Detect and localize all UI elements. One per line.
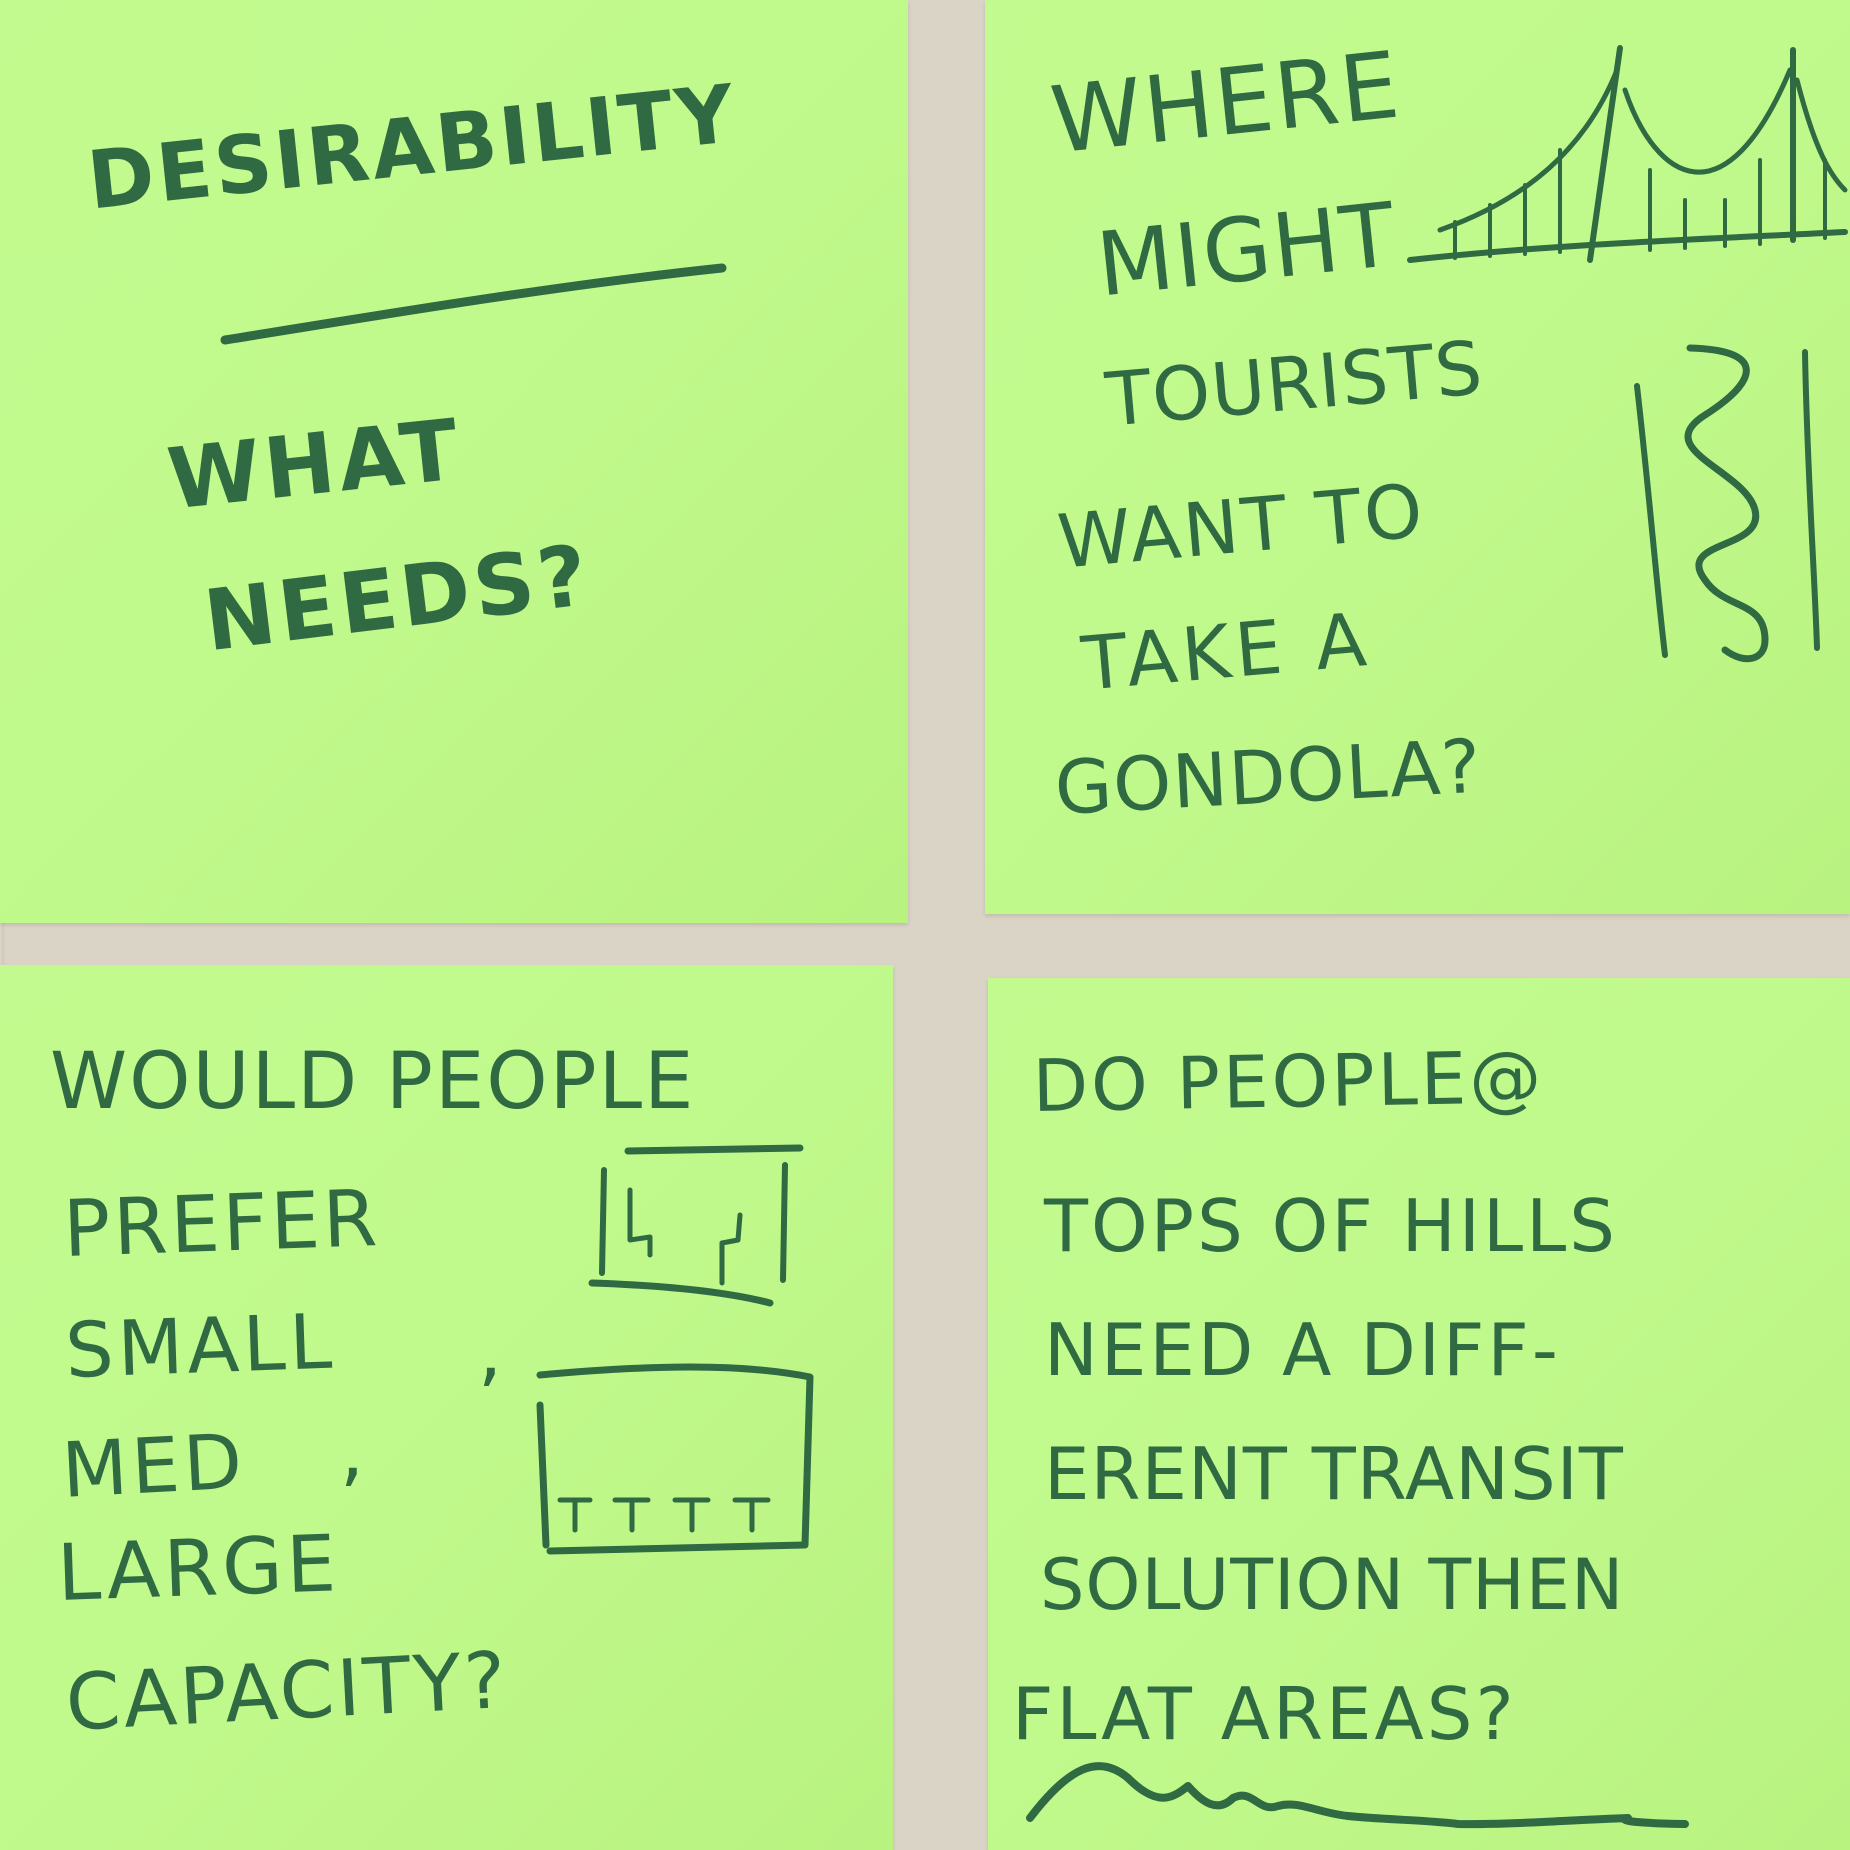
note-line: WOULD PEOPLE bbox=[50, 1037, 696, 1127]
winding-road-sketch-icon bbox=[1634, 344, 1820, 663]
sticky-note-capacity: WOULD PEOPLE PREFER SMALL , MED , LARGE … bbox=[0, 965, 893, 1850]
sticky-note-desirability: DESIRABILITY WHAT NEEDS? bbox=[0, 0, 908, 923]
underline-stroke bbox=[220, 263, 727, 345]
note-punctuation: , bbox=[478, 1306, 507, 1395]
small-gondola-sketch-icon bbox=[588, 1144, 804, 1307]
bridge-sketch-icon bbox=[1407, 45, 1848, 263]
note-line: ERENT TRANSIT bbox=[1044, 1432, 1624, 1516]
note-punctuation: , bbox=[340, 1406, 369, 1495]
note-line: TOPS OF HILLS bbox=[1044, 1184, 1618, 1268]
note-line: NEED A DIFF- bbox=[1044, 1308, 1561, 1392]
note-line: FLAT AREAS? bbox=[1012, 1672, 1517, 1756]
large-gondola-sketch-icon bbox=[536, 1363, 814, 1555]
sticky-note-hills: DO PEOPLE@ TOPS OF HILLS NEED A DIFF- ER… bbox=[988, 978, 1850, 1850]
note-line: SOLUTION THEN bbox=[1040, 1544, 1625, 1626]
hills-terrain-sketch-icon bbox=[1026, 1762, 1689, 1829]
sticky-note-where-tourists: WHERE MIGHT TOURISTS WANT TO TAKE A GOND… bbox=[985, 0, 1850, 914]
